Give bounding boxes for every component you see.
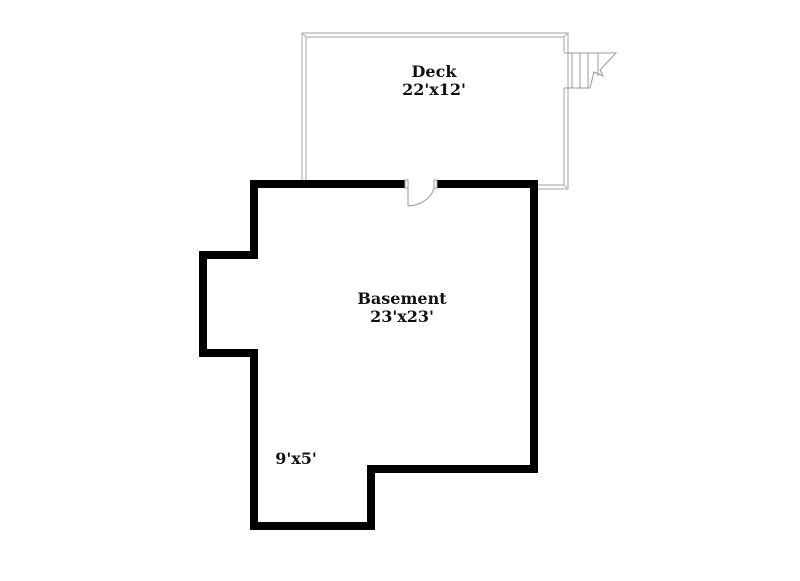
door-icon (404, 179, 438, 207)
deck-label: Deck 22'x12' (384, 63, 484, 99)
basement-dimensions: 23'x23' (370, 307, 434, 326)
deck-outline (301, 32, 569, 190)
alcove-dimensions: 9'x5' (275, 449, 317, 468)
basement-name: Basement (357, 289, 447, 308)
deck-dimensions: 22'x12' (402, 80, 466, 99)
basement-walls (199, 180, 538, 530)
deck-name: Deck (411, 62, 457, 81)
alcove-label: 9'x5' (266, 450, 326, 468)
stairs-icon (564, 52, 618, 89)
basement-label: Basement 23'x23' (342, 290, 462, 326)
